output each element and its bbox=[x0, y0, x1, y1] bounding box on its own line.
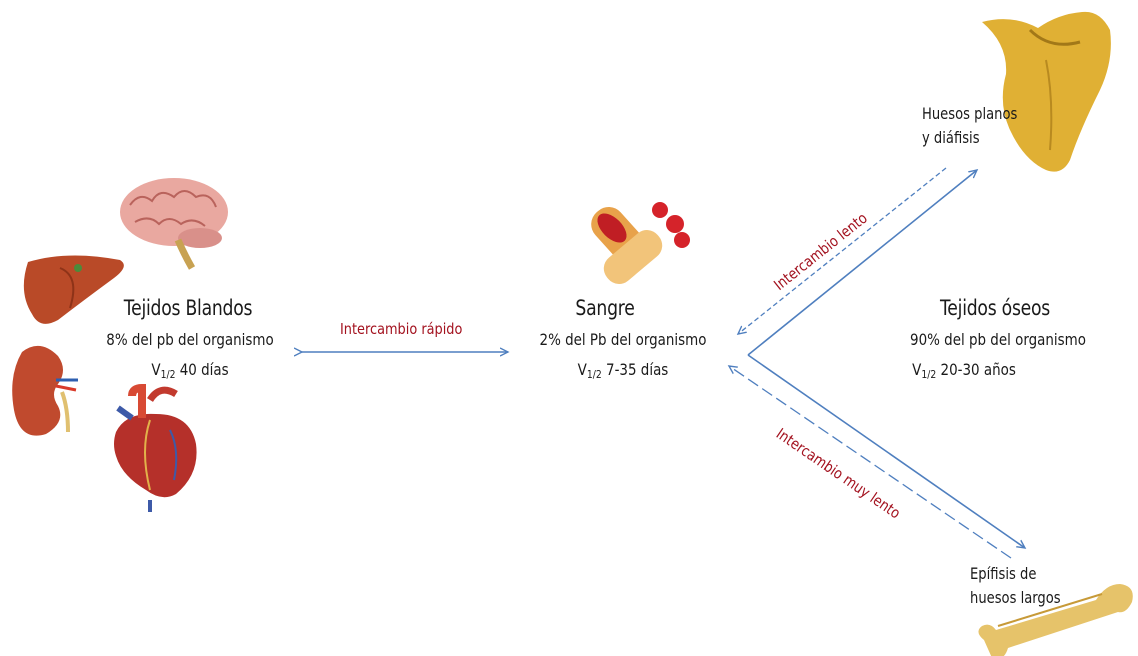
tejidos-oseos-half-life: V1/2 20-30 años bbox=[912, 360, 1016, 381]
sangre-title: Sangre bbox=[575, 296, 635, 320]
tejidos-blandos-percent: 8% del pb del organismo bbox=[106, 330, 274, 349]
sangre-half-life: V1/2 7-35 días bbox=[577, 360, 669, 381]
tejidos-oseos-percent: 90% del pb del organismo bbox=[910, 330, 1086, 349]
tejidos-oseos-title: Tejidos óseos bbox=[939, 296, 1051, 320]
blood-to-bone-arrows bbox=[747, 170, 1025, 548]
blood-cells-icon bbox=[591, 202, 690, 284]
long-bone-icon bbox=[978, 584, 1133, 656]
tejidos-blandos-half-life: V1/2 40 días bbox=[151, 360, 229, 381]
brain-icon bbox=[120, 178, 228, 270]
scapula-icon bbox=[982, 11, 1111, 172]
sangre-percent: 2% del Pb del organismo bbox=[539, 330, 707, 349]
kidney-icon bbox=[12, 345, 78, 436]
epifisis-label: Epífisis de huesos largos bbox=[970, 564, 1061, 607]
intercambio-rapido-label: Intercambio rápido bbox=[340, 320, 463, 338]
liver-icon bbox=[23, 255, 124, 324]
huesos-planos-label: Huesos planos y diáfisis bbox=[922, 104, 1018, 147]
tejidos-blandos-title: Tejidos Blandos bbox=[123, 296, 253, 320]
heart-icon bbox=[114, 383, 197, 512]
bone-to-blood-dashed-arrows bbox=[729, 167, 1012, 559]
